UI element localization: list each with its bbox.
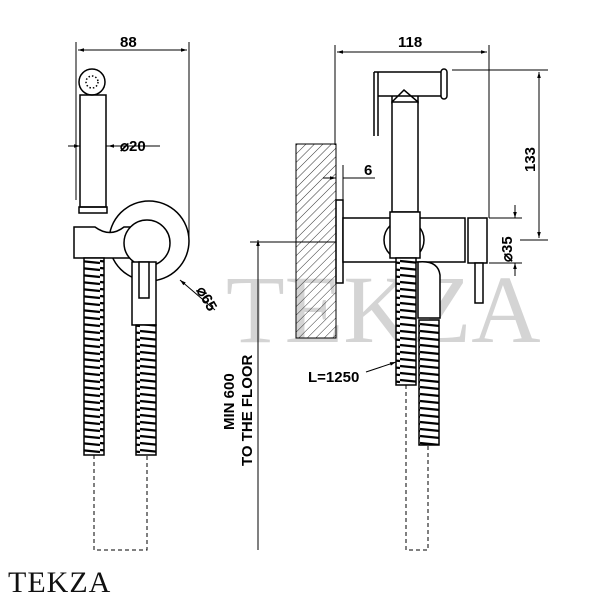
watermark: TEKZA <box>226 256 541 363</box>
hose <box>83 257 105 456</box>
left-view <box>68 42 216 551</box>
height-133-label: 133 <box>522 147 539 172</box>
brand-logo: TEKZA <box>8 566 112 599</box>
ring-diameter-label: ⌀65 <box>193 284 221 315</box>
wall-section <box>295 143 337 339</box>
spray-head-face <box>78 68 106 96</box>
right-view <box>250 45 548 551</box>
hose-length-label: L=1250 <box>308 369 359 386</box>
body-diameter-label: ⌀35 <box>499 236 516 262</box>
handle-diameter-label: ⌀20 <box>120 138 146 155</box>
hose <box>135 324 157 456</box>
floor-label-line2: TO THE FLOOR <box>239 354 256 466</box>
lever <box>474 262 484 304</box>
width-88-label: 88 <box>120 34 137 51</box>
wall-gap-label: 6 <box>364 162 372 179</box>
hose <box>418 319 440 446</box>
spray-handle <box>391 101 419 213</box>
handle-body <box>79 94 107 208</box>
hose <box>395 257 417 386</box>
depth-118-label: 118 <box>398 34 422 51</box>
floor-label-line1: MIN 600 <box>221 373 238 430</box>
